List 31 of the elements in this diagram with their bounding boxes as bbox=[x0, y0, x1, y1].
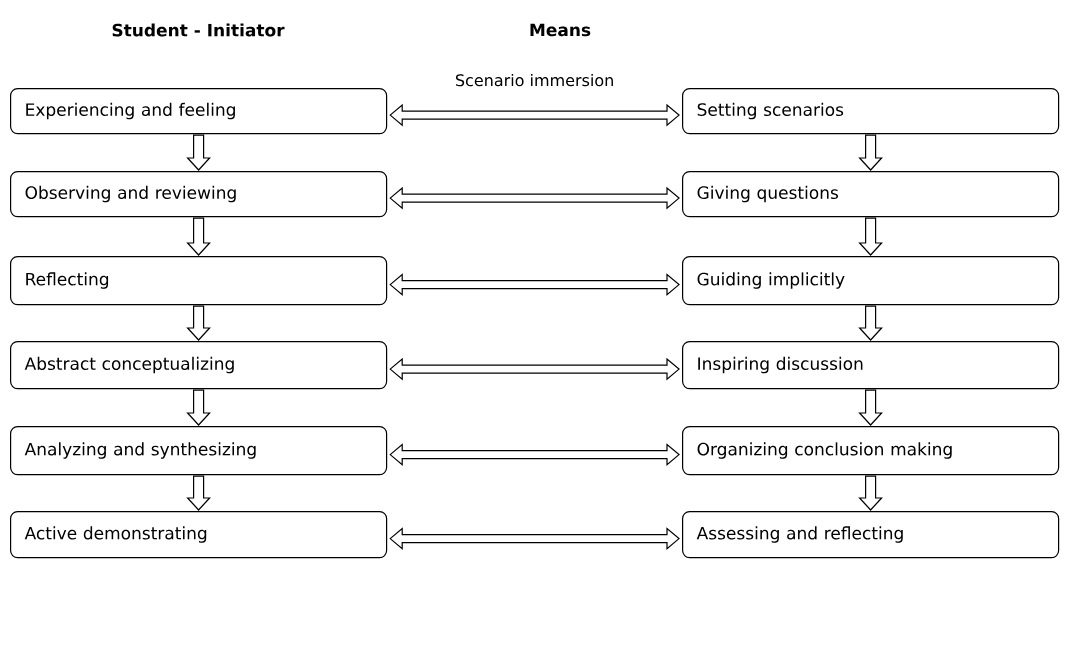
step-box: Organizing conclusion making bbox=[682, 426, 1060, 476]
step-box: Assessing and reflecting bbox=[682, 511, 1060, 559]
step-box: Observing and reviewing bbox=[10, 171, 388, 218]
edge-label: Scenario immersion bbox=[455, 73, 613, 87]
block-arrow bbox=[186, 305, 211, 341]
column-heading: Means bbox=[530, 23, 591, 37]
block-arrow bbox=[389, 443, 680, 466]
block-arrow bbox=[389, 186, 680, 210]
step-box: Abstract conceptualizing bbox=[10, 341, 388, 390]
step-box: Guiding implicitly bbox=[682, 256, 1060, 306]
block-arrow bbox=[186, 389, 211, 426]
step-box: Experiencing and feeling bbox=[10, 88, 388, 135]
step-box: Reflecting bbox=[10, 256, 388, 306]
block-arrow bbox=[186, 134, 211, 171]
step-box: Inspiring discussion bbox=[682, 341, 1060, 390]
block-arrow bbox=[858, 305, 883, 341]
block-arrow bbox=[858, 217, 883, 256]
block-arrow bbox=[186, 217, 211, 256]
step-box: Giving questions bbox=[682, 171, 1060, 218]
block-arrow bbox=[858, 389, 883, 426]
block-arrow bbox=[389, 273, 680, 296]
block-arrow bbox=[186, 475, 211, 511]
block-arrow bbox=[858, 475, 883, 511]
block-arrow bbox=[389, 103, 680, 127]
block-arrow bbox=[858, 134, 883, 171]
step-box: Analyzing and synthesizing bbox=[10, 426, 388, 476]
step-box: Setting scenarios bbox=[682, 88, 1060, 135]
block-arrow bbox=[389, 357, 680, 381]
block-arrow bbox=[389, 527, 680, 550]
column-heading: Student - Initiator bbox=[112, 23, 285, 37]
step-box: Active demonstrating bbox=[10, 511, 388, 559]
